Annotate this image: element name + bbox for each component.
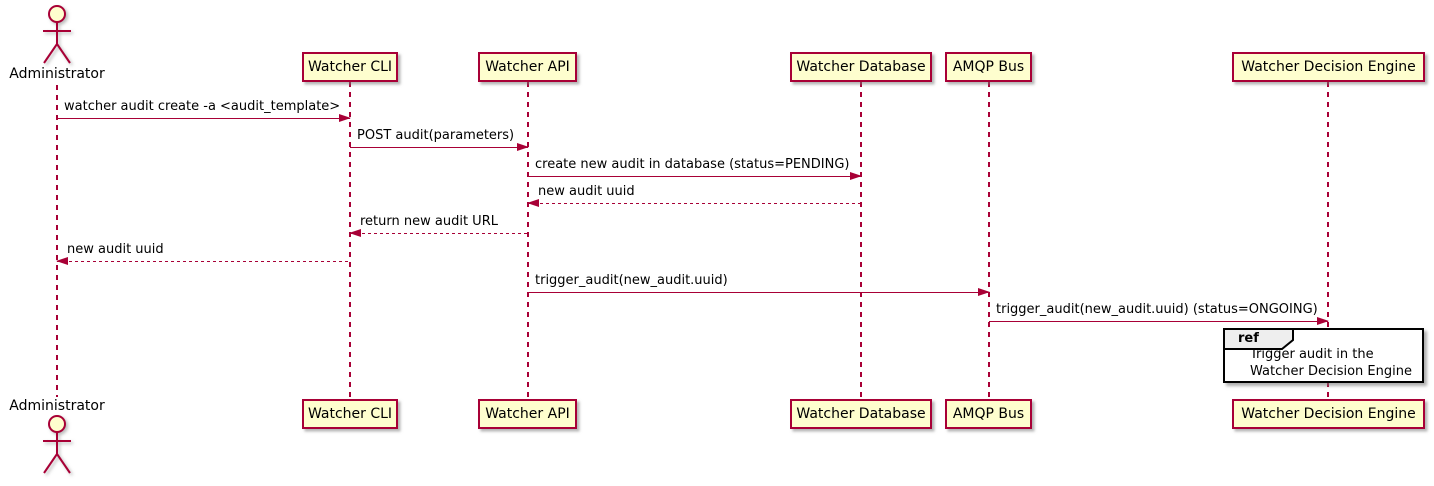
participant-top-watcher-decision-engine: Watcher Decision Engine (1232, 52, 1425, 82)
lifeline-watcher-database (860, 82, 862, 399)
participant-top-amqp-bus: AMQP Bus (945, 52, 1032, 82)
actor-icon (43, 5, 71, 64)
arrowhead-right-icon (978, 288, 990, 296)
message-label: create new audit in database (status=PEN… (535, 157, 850, 172)
message-2-post-audit: POST audit(parameters) (350, 127, 529, 151)
ref-keyword: ref (1238, 331, 1259, 346)
participant-bottom-watcher-cli: Watcher CLI (302, 399, 398, 429)
ref-text: Trigger audit in the Watcher Decision En… (1250, 346, 1412, 380)
message-line (527, 199, 861, 207)
lifeline-watcher-api (527, 82, 529, 399)
message-label: return new audit URL (360, 214, 498, 229)
message-label: new audit uuid (67, 242, 164, 257)
message-5-return-audit-url: return new audit URL (349, 213, 528, 237)
lifeline-administrator (56, 85, 58, 397)
message-label: trigger_audit(new_audit.uuid) (535, 273, 728, 288)
participant-top-watcher-api: Watcher API (478, 52, 577, 82)
participant-bottom-watcher-api: Watcher API (478, 399, 577, 429)
lifeline-watcher-decision-engine (1327, 82, 1329, 399)
message-line (528, 172, 862, 180)
actor-icon (43, 415, 71, 474)
message-8-trigger-audit-ongoing: trigger_audit(new_audit.uuid) (status=ON… (989, 301, 1329, 325)
ref-text-line2: Watcher Decision Engine (1250, 364, 1412, 379)
message-line (349, 229, 528, 237)
actor-label: Administrator (9, 66, 105, 82)
actor-label: Administrator (9, 398, 105, 414)
arrowhead-right-icon (517, 143, 529, 151)
ref-fragment: ref Trigger audit in the Watcher Decisio… (1223, 328, 1424, 383)
arrowhead-right-icon (339, 114, 351, 122)
arrowhead-right-icon (1317, 317, 1329, 325)
arrowhead-left-icon (527, 199, 539, 207)
participant-bottom-watcher-decision-engine: Watcher Decision Engine (1232, 399, 1425, 429)
arrowhead-left-icon (349, 229, 361, 237)
message-3-create-audit-db: create new audit in database (status=PEN… (528, 156, 862, 180)
ref-tab-icon (1223, 328, 1294, 350)
arrowhead-right-icon (850, 172, 862, 180)
participant-top-watcher-database: Watcher Database (790, 52, 932, 82)
ref-text-line1: Trigger audit in the (1250, 347, 1374, 362)
message-line (57, 114, 351, 122)
message-label: new audit uuid (538, 184, 635, 199)
message-line (350, 143, 529, 151)
participant-bottom-amqp-bus: AMQP Bus (945, 399, 1032, 429)
message-line (528, 288, 990, 296)
message-label: trigger_audit(new_audit.uuid) (status=ON… (996, 302, 1318, 317)
actor-administrator-bottom: Administrator (0, 398, 114, 476)
lifeline-watcher-cli (349, 82, 351, 399)
participant-bottom-watcher-database: Watcher Database (790, 399, 932, 429)
message-line (989, 317, 1329, 325)
message-label: POST audit(parameters) (357, 128, 515, 143)
message-7-trigger-audit: trigger_audit(new_audit.uuid) (528, 272, 990, 296)
participant-top-watcher-cli: Watcher CLI (302, 52, 398, 82)
message-4-new-audit-uuid: new audit uuid (527, 183, 861, 207)
message-label: watcher audit create -a <audit_template> (64, 99, 341, 114)
message-1-audit-create: watcher audit create -a <audit_template> (57, 98, 351, 122)
arrowhead-left-icon (56, 257, 68, 265)
message-line (56, 257, 350, 265)
message-6-new-audit-uuid: new audit uuid (56, 241, 350, 265)
actor-administrator-top: Administrator (0, 4, 114, 82)
lifeline-amqp-bus (988, 82, 990, 399)
